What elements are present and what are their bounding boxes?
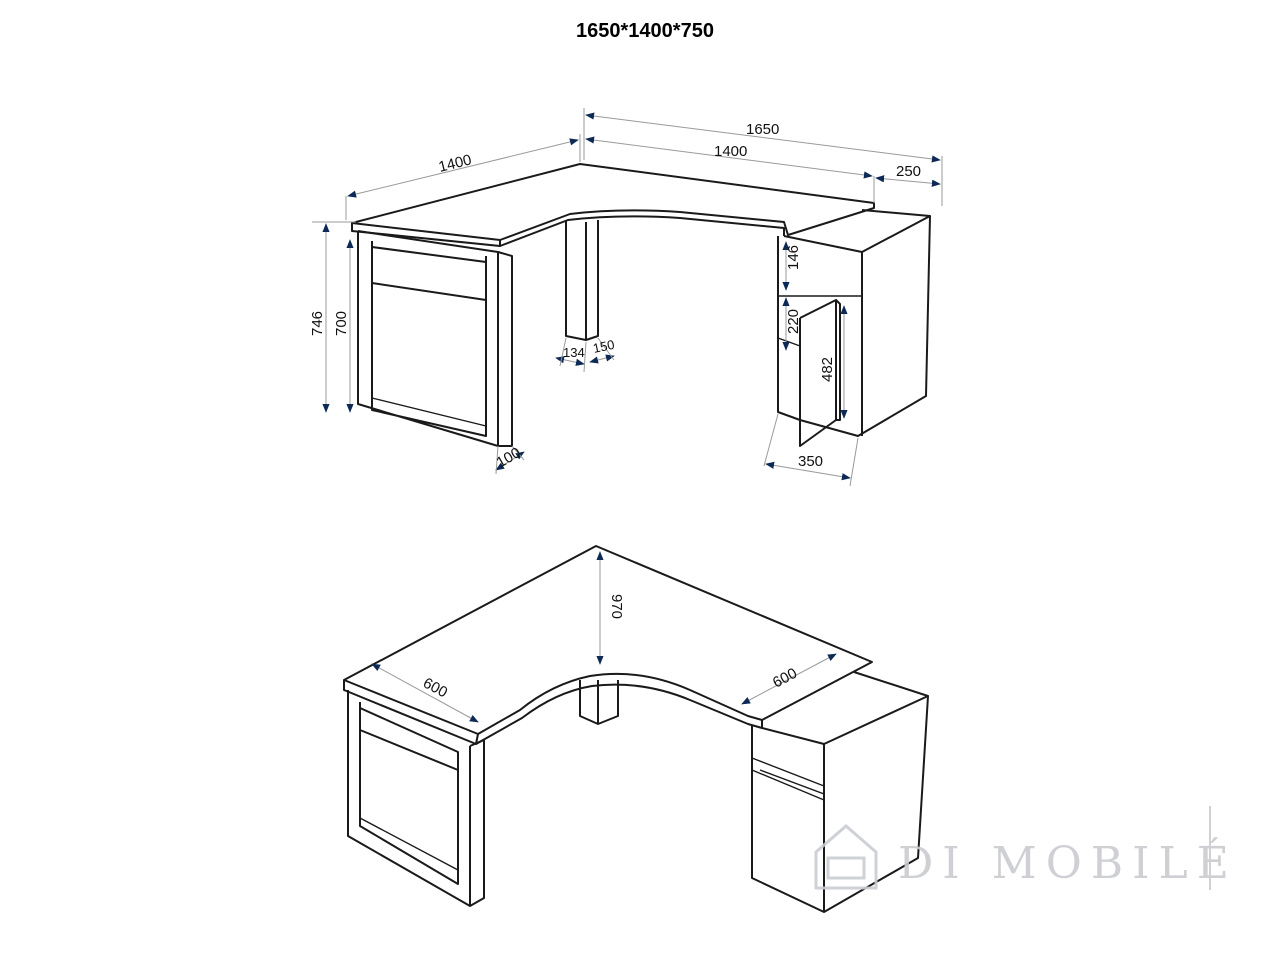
label-746: 746 (309, 311, 326, 336)
label-600-right: 600 (770, 665, 800, 692)
bottom-desk-front-edge (343, 680, 479, 745)
dim-line-600-left (371, 663, 479, 723)
top-left-leg (357, 230, 499, 447)
dim-line-1400-right (585, 136, 873, 179)
label-146: 146 (785, 245, 802, 270)
top-desk-inner-edge (499, 215, 785, 247)
top-desk-view: 1650 1400 250 1400 746 700 134 150 100 1… (309, 108, 943, 487)
label-150: 150 (592, 337, 616, 356)
top-right-cabinet (777, 215, 931, 437)
top-left-leg-depth (497, 251, 513, 447)
dim-line-134 (555, 356, 585, 366)
bottom-left-drawer (359, 707, 459, 771)
bottom-shelf-panel (761, 671, 929, 745)
bottom-left-leg (347, 690, 485, 907)
label-350: 350 (798, 453, 823, 470)
label-970: 970 (608, 594, 625, 619)
label-1400-left: 1400 (437, 151, 473, 176)
top-desk-surface (351, 163, 875, 241)
label-1650: 1650 (746, 121, 779, 138)
dim-line-600-right (741, 653, 837, 705)
label-220: 220 (785, 309, 802, 334)
house-logo-icon (814, 824, 878, 890)
label-250: 250 (896, 163, 921, 180)
top-dimension-labels: 1650 1400 250 1400 746 700 134 150 100 1… (309, 121, 921, 471)
bottom-center-leg (579, 680, 619, 725)
top-desk-front-edge (351, 223, 501, 247)
label-600-left: 600 (420, 675, 450, 702)
top-left-drawer (371, 246, 487, 301)
label-1400-right: 1400 (714, 143, 747, 160)
bottom-cabinet-shelf (751, 757, 825, 801)
top-dimensions (312, 108, 943, 487)
label-700: 700 (333, 311, 350, 336)
label-482: 482 (819, 357, 836, 382)
bottom-dimensions (371, 551, 837, 723)
bottom-left-rail (359, 817, 459, 871)
drawing-title: 1650*1400*750 (576, 20, 714, 42)
bottom-desk-inner-edge (475, 683, 763, 745)
bottom-desk-view: 600 970 600 (343, 545, 929, 913)
top-shelf-panel (783, 209, 931, 253)
bottom-desk-surface (343, 545, 873, 735)
watermark: DI MOBILÉ (814, 806, 1238, 890)
top-left-bottom-rail (371, 397, 487, 427)
label-134: 134 (563, 345, 585, 360)
top-cabinet-door (799, 299, 841, 447)
top-center-leg (565, 220, 599, 341)
dim-line-350 (765, 461, 851, 481)
dim-line-150 (589, 354, 615, 364)
dim-line-250 (875, 175, 941, 187)
bottom-cabinet-door (759, 769, 825, 900)
watermark-text: DI MOBILÉ (898, 836, 1238, 889)
dim-line-1400-left (347, 138, 579, 198)
